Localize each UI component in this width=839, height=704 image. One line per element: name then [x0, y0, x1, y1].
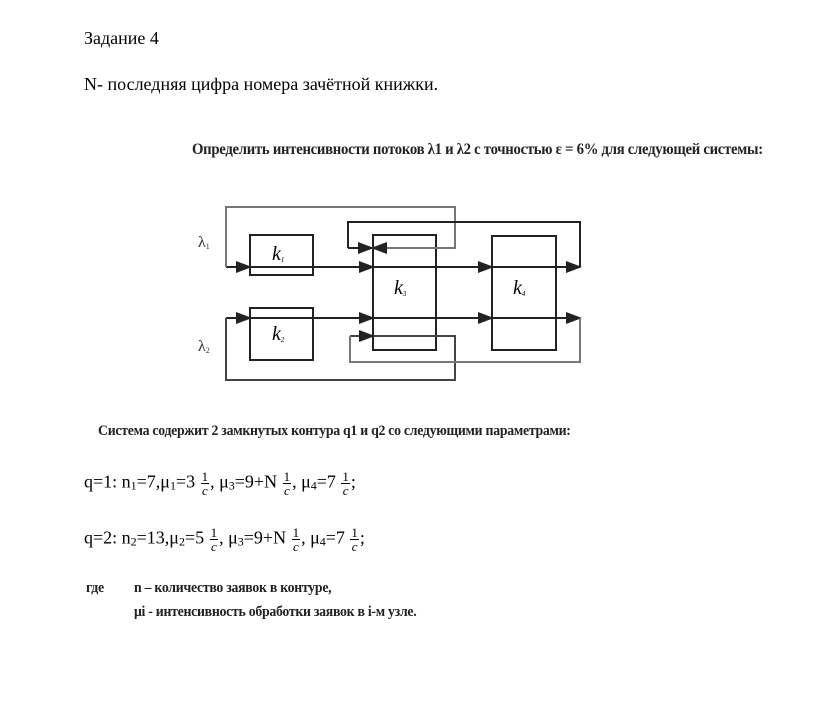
- system-description: Система содержит 2 замкнутых контура q1 …: [98, 423, 571, 439]
- loop-top-outer: [225, 206, 456, 267]
- node-k2-label: k2: [272, 323, 285, 345]
- loop-top-inner: [347, 221, 581, 267]
- where-label: где: [86, 580, 104, 596]
- node-k1-box: [249, 234, 314, 276]
- lambda1-label: λ1: [198, 234, 210, 251]
- definition-n: n – количество заявок в контуре,: [134, 580, 332, 596]
- node-k1-label: k1: [272, 243, 285, 265]
- node-k3-box: [372, 234, 437, 351]
- task-statement: Определить интенсивности потоков λ1 и λ2…: [192, 141, 763, 158]
- task-heading: Задание 4: [84, 28, 159, 48]
- loop-bottom-outer: [225, 318, 456, 381]
- note-text: N- последняя цифра номера зачётной книжк…: [84, 74, 439, 94]
- node-k3-label: k3: [394, 277, 407, 299]
- loop-bottom-inner: [349, 318, 581, 363]
- definition-mu: μi - интенсивность обработки заявок в i-…: [134, 604, 417, 620]
- node-k4-box: [491, 235, 557, 351]
- node-k2-box: [249, 307, 314, 361]
- node-k4-label: k4: [513, 277, 526, 299]
- lambda2-label: λ2: [198, 338, 210, 355]
